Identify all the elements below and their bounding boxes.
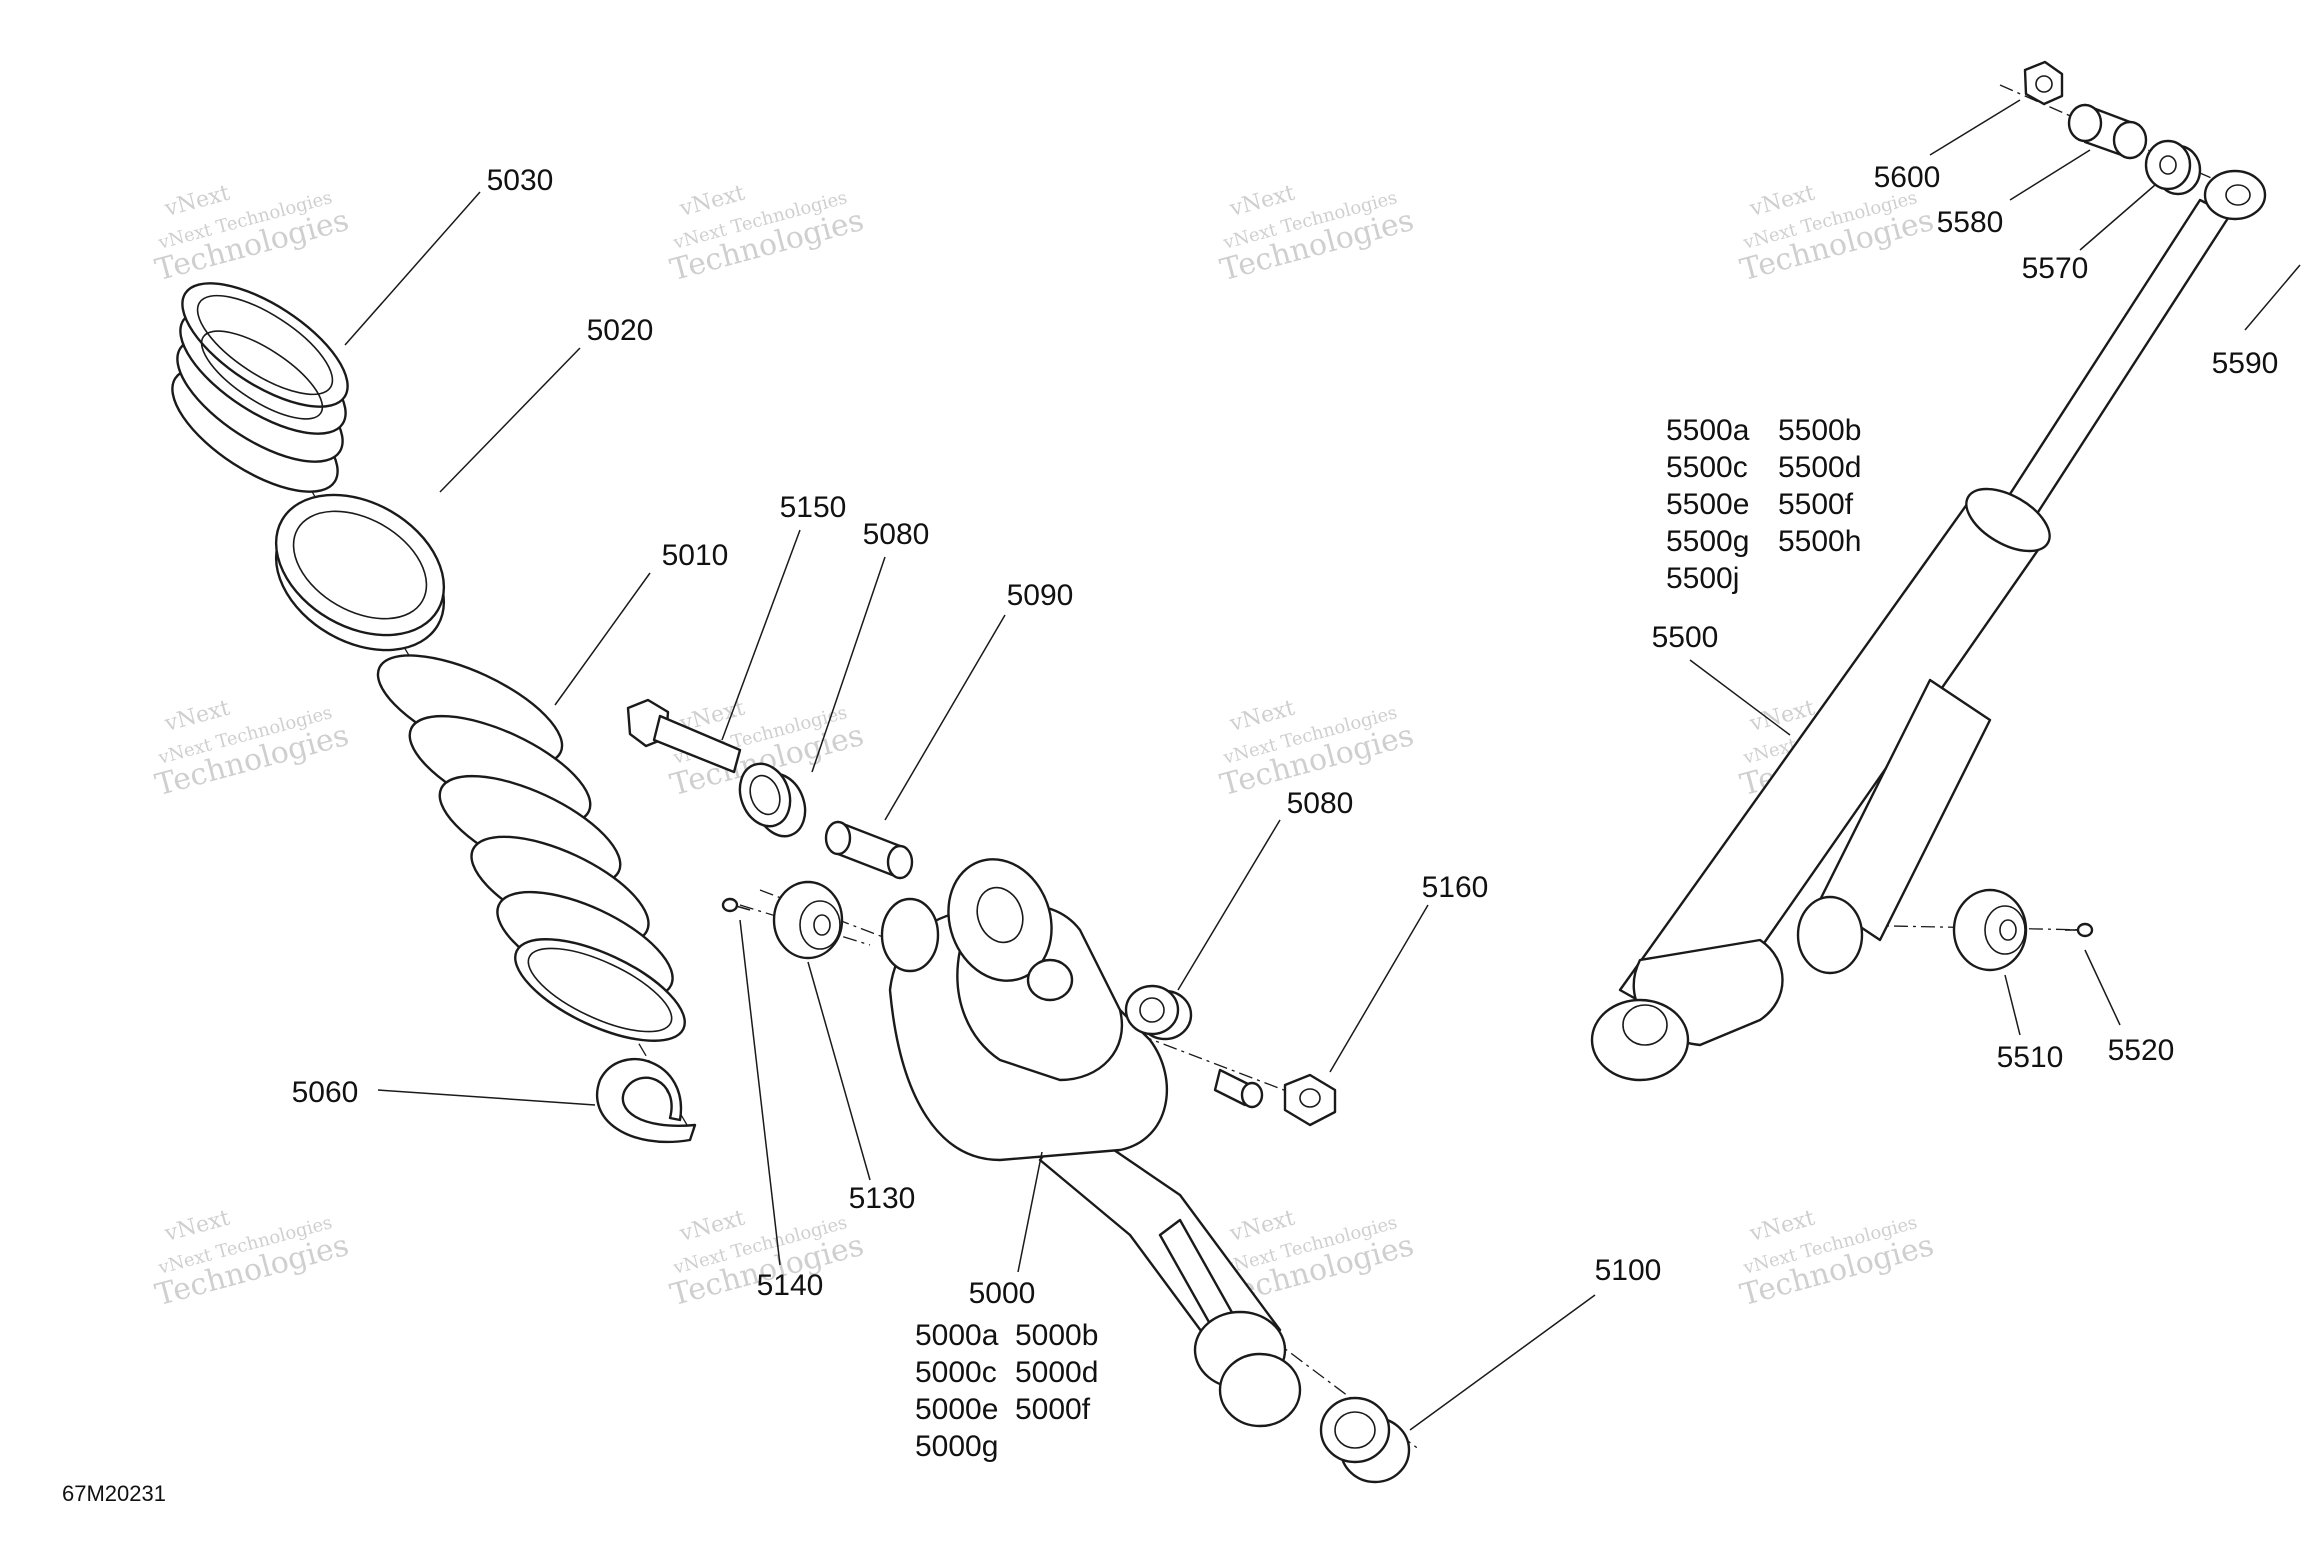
upper-bolt-axis-line	[759, 889, 1311, 1101]
callout-5130: 5130	[849, 1182, 916, 1215]
watermark: vNext vNext Technologies Technologies	[1737, 1206, 1938, 1314]
variant-label: 5000a	[915, 1319, 999, 1352]
variant-label: 5500j	[1666, 562, 1739, 595]
watermark: vNext vNext Technologies Technologies	[152, 181, 353, 289]
callout-5100: 5100	[1595, 1254, 1662, 1287]
bushing-5080-upper	[738, 762, 807, 838]
callout-5080-upper: 5080	[863, 518, 930, 551]
adjuster-knob-5130	[772, 880, 844, 960]
callout-5140: 5140	[757, 1269, 824, 1302]
nut-5160	[1283, 1073, 1337, 1127]
variant-label: 5000c	[915, 1356, 997, 1389]
watermark: vNext vNext Technologies Technologies	[1217, 696, 1418, 804]
callout-5570: 5570	[2022, 252, 2089, 285]
callout-5060: 5060	[292, 1076, 359, 1109]
callout-5590: 5590	[2212, 347, 2279, 380]
callout-5160: 5160	[1422, 871, 1489, 904]
watermark: vNext vNext Technologies Technologies	[152, 696, 353, 804]
cap-screw	[1213, 1068, 1264, 1109]
callout-5080-lower: 5080	[1287, 787, 1354, 820]
callout-labels: 5030 5020 5010 5060 5150 5080 5090 5080 …	[292, 161, 2279, 1310]
variant-label: 5500g	[1666, 525, 1749, 558]
rear-shock-5500	[1590, 169, 2267, 1082]
variant-label: 5500a	[1666, 414, 1750, 447]
watermark: vNext vNext Technologies Technologies	[667, 181, 868, 289]
screw-5520	[2065, 922, 2094, 938]
nut-5600	[2023, 60, 2064, 106]
callout-5030: 5030	[487, 164, 554, 197]
clip-ring-5060	[595, 1057, 697, 1144]
callout-5010: 5010	[662, 539, 729, 572]
callout-5600: 5600	[1874, 161, 1941, 194]
callout-5090: 5090	[1007, 579, 1074, 612]
variant-label: 5500f	[1778, 488, 1854, 521]
callout-5510: 5510	[1997, 1041, 2064, 1074]
variant-label: 5500d	[1778, 451, 1861, 484]
callout-5580: 5580	[1937, 206, 2004, 239]
document-id: 67M20231	[62, 1481, 166, 1506]
variants-5500-list: 5500a 5500b 5500c 5500d 5500e 5500f 5500…	[1666, 414, 1861, 595]
spring-seat-5030	[171, 282, 349, 493]
callout-5500: 5500	[1652, 621, 1719, 654]
watermark: vNext vNext Technologies Technologies	[1217, 181, 1418, 289]
callout-5520: 5520	[2108, 1034, 2175, 1067]
front-shock-5000	[880, 858, 1302, 1428]
sleeve-5090	[824, 820, 914, 880]
callout-5150: 5150	[780, 491, 847, 524]
variant-label: 5000b	[1015, 1319, 1098, 1352]
adjuster-knob-5510	[1952, 888, 2028, 972]
callout-5020: 5020	[587, 314, 654, 347]
callout-5000: 5000	[969, 1277, 1036, 1310]
variant-label: 5500c	[1666, 451, 1748, 484]
adjuster-axis-line	[739, 904, 871, 946]
bushing-5080-lower	[1124, 984, 1193, 1041]
rear-adjuster-axis-line	[1839, 924, 2091, 931]
variants-5000-list: 5000a 5000b 5000c 5000d 5000e 5000f 5000…	[915, 1319, 1098, 1463]
bushing-5570	[2144, 139, 2202, 196]
screw-5140	[721, 897, 751, 913]
variant-label: 5000d	[1015, 1356, 1098, 1389]
variant-label: 5000g	[915, 1430, 998, 1463]
variant-label: 5000f	[1015, 1393, 1091, 1426]
bushing-5100	[1319, 1396, 1411, 1484]
coil-spring-5010	[376, 654, 686, 1042]
leader-lines	[344, 99, 2301, 1431]
watermark: vNext vNext Technologies Technologies	[152, 1206, 353, 1314]
bolt-5150	[626, 698, 742, 774]
spacer-5580	[2067, 103, 2148, 160]
variant-label: 5500e	[1666, 488, 1749, 521]
ring-5020	[274, 493, 446, 652]
variant-label: 5500b	[1778, 414, 1861, 447]
variant-label: 5000e	[915, 1393, 998, 1426]
variant-label: 5500h	[1778, 525, 1861, 558]
